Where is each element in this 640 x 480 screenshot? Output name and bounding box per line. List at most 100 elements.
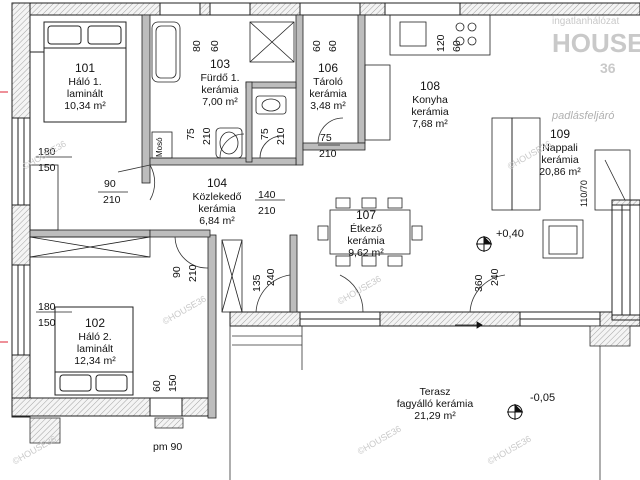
wall-102-104 (207, 234, 217, 419)
hob-burner-4 (467, 36, 477, 46)
terrace-pillar (589, 325, 631, 347)
dim-bedroom2-window-2: 150 (167, 374, 179, 392)
bed-frame-2 (54, 306, 134, 396)
door-102 (174, 236, 209, 269)
room-101-label: 101 Háló 1. laminált 10,34 m² (50, 61, 120, 112)
kitchen-counter (364, 14, 491, 141)
chair-7 (317, 225, 329, 241)
level-terrace: -0,05 (530, 392, 556, 404)
dim-window1-width: 180 (38, 146, 56, 158)
window-bath (159, 2, 201, 16)
armchair (542, 219, 584, 259)
room-104-area: 6,84 m² (199, 214, 235, 227)
room-104-number: 104 (206, 176, 228, 190)
dim-door101-width: 90 (104, 178, 116, 190)
wall-wc-side (245, 81, 253, 163)
dimension-lines (36, 144, 340, 313)
terrace-area (29, 325, 631, 480)
wall-101-102 (29, 229, 151, 238)
dim-opening-height: 210 (258, 205, 276, 217)
chair-6 (387, 255, 403, 267)
bed-frame-1 (43, 21, 127, 123)
door-103 (219, 133, 245, 159)
door-living-terrace (469, 274, 506, 313)
window-bedroom2-south (149, 397, 183, 417)
kitchen-side (364, 64, 391, 141)
bed-bedroom2 (54, 306, 134, 396)
room-108-name: Konyha (412, 93, 448, 106)
dim-door106-height: 210 (319, 148, 337, 160)
window-bedroom1 (11, 117, 31, 206)
dim-window2-height: 150 (38, 317, 56, 329)
room-107-area: 9,62 m² (348, 246, 384, 259)
window-kitchen (384, 2, 461, 16)
chair-2 (361, 197, 377, 209)
watermark-brand-top: ingatlanhálózat (552, 16, 620, 27)
dim-bath-window-2: 60 (209, 40, 221, 52)
dim-parapet: pm 90 (153, 441, 183, 453)
window-bath-2 (209, 2, 251, 16)
dim-door102-height: 210 (187, 264, 199, 282)
level-living: +0,40 (496, 228, 524, 240)
dim-door103-width: 75 (185, 128, 197, 140)
dining-table (329, 209, 411, 255)
terrace-area: 21,29 m² (414, 410, 456, 423)
room-109-floor: kerámia (541, 153, 579, 166)
wall-103-106 (295, 14, 304, 166)
dim-storage-window-1: 60 (311, 40, 323, 52)
bathtub (151, 21, 181, 83)
room-107-name: Étkező (349, 222, 383, 235)
dim-doorwc-width: 75 (259, 128, 271, 140)
door-106 (317, 117, 344, 144)
terrace-floor: fagyálló kerámia (396, 398, 474, 411)
dim-storage-window-2: 60 (327, 40, 339, 52)
room-107-label: 107 Étkező kerámia 9,62 m² (326, 208, 406, 259)
windows (11, 2, 640, 417)
dining-set (317, 197, 423, 267)
room-102-label: 102 Háló 2. laminált 12,34 m² (60, 316, 130, 367)
dim-terrace-door-height: 240 (489, 268, 501, 286)
dim-entry-width: 135 (251, 274, 263, 292)
counter (389, 14, 491, 56)
west-wall-upper (11, 2, 31, 119)
room-108-number: 108 (419, 79, 441, 93)
pillow-2b (95, 374, 128, 392)
living-furniture (491, 117, 631, 259)
room-102-area: 12,34 m² (74, 354, 116, 367)
room-101-area: 10,34 m² (64, 99, 106, 112)
room-103-name: Fürdő 1. (200, 71, 240, 84)
washbasin (215, 127, 243, 159)
chair-8 (411, 225, 423, 241)
dim-fireplace: 110/70 (579, 180, 589, 207)
dim-window2-width: 180 (38, 301, 56, 313)
wardrobes (29, 164, 243, 313)
wall-106-108-low (302, 142, 366, 151)
hob-burner-1 (455, 22, 465, 32)
wardrobe-hall (29, 164, 59, 231)
dim-door106-width: 75 (320, 132, 332, 144)
bathroom-fixtures (151, 21, 295, 159)
room-106-area: 3,48 m² (310, 99, 346, 112)
bedroom2-ledge (154, 417, 184, 429)
chair-4 (335, 255, 351, 267)
chair-1 (335, 197, 351, 209)
watermark-brand-main: HOUSE (552, 28, 640, 58)
watermark-padlas: padlásfeljáró (552, 110, 615, 122)
room-109-number: 109 (549, 127, 571, 141)
terrace-label: Terasz fagyálló kerámia 21,29 m² (380, 386, 490, 422)
wall-103-104 (149, 157, 297, 166)
pillow-1a (47, 25, 82, 45)
sink (399, 21, 427, 47)
room-106-floor: kerámia (309, 87, 347, 100)
chair-3 (387, 197, 403, 209)
chair-5 (361, 255, 377, 267)
pillow-2a (59, 374, 92, 392)
door-wc (259, 135, 283, 159)
hob-burner-2 (467, 22, 477, 32)
window-living-east (611, 204, 640, 316)
wall-104-107 (289, 234, 298, 313)
wall-104-lower (149, 229, 211, 238)
room-103-area: 7,00 m² (202, 95, 238, 108)
hob-burner-3 (455, 36, 465, 46)
